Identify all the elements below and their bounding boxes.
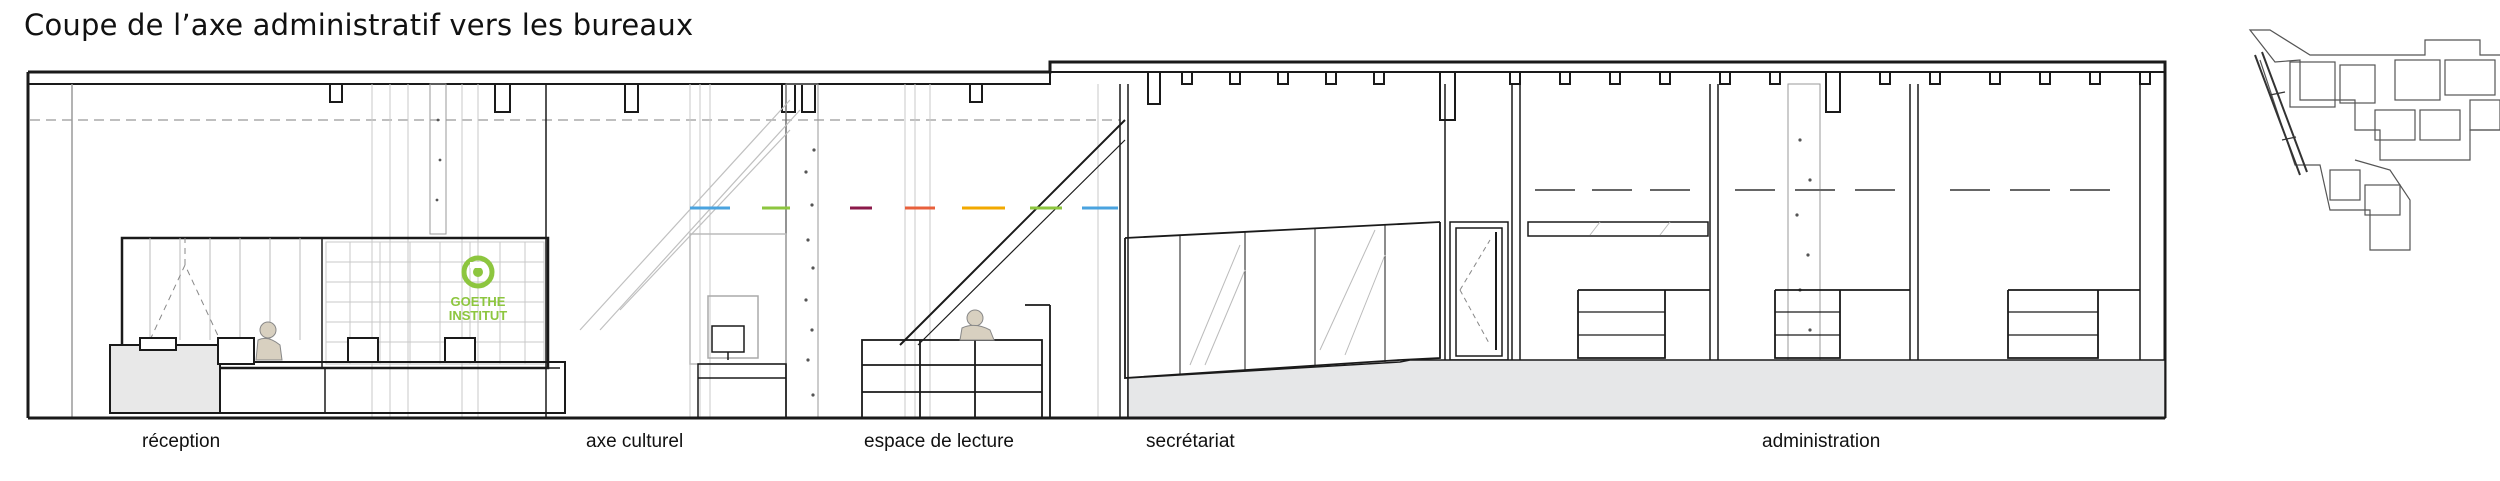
logo-text-line1: GOETHE [451, 294, 506, 309]
secretariat-glass [1124, 221, 1441, 379]
roof-slab [28, 60, 2167, 85]
column-admin [1787, 83, 1821, 361]
reception-counter [109, 344, 566, 414]
column-culture [785, 83, 819, 419]
admin-furniture [1577, 289, 2140, 359]
zone-label-espace-lecture: espace de lecture [864, 431, 1014, 452]
roof-beams-right [1147, 72, 2151, 121]
zone-label-reception: réception [142, 431, 221, 452]
zone-label-secretariat: secrétariat [1146, 431, 1235, 452]
culture-display [689, 233, 787, 419]
person-reception [255, 321, 283, 361]
interior-walls [71, 84, 1919, 418]
decor-panel [325, 241, 545, 365]
column-reception [429, 83, 447, 235]
office-door [1449, 221, 1509, 361]
goethe-logo: GOETHE INSTITUT [449, 255, 508, 323]
stair-lines [579, 99, 801, 331]
roof-beams-left [329, 84, 983, 113]
reading-desk [861, 304, 1051, 419]
zone-label-axe-culturel: axe culturel [586, 431, 684, 452]
main-stair-diagonal [899, 119, 1126, 346]
raised-floor [1127, 359, 2166, 419]
key-plan [2248, 29, 2500, 251]
zone-label-administration: administration [1762, 431, 1881, 452]
window-band [1527, 221, 1709, 237]
drawing-title: Coupe de l’axe administratif vers les bu… [24, 8, 694, 42]
reception-monitors [139, 337, 476, 365]
logo-text-line2: INSTITUT [449, 308, 508, 323]
person-reading [959, 309, 995, 341]
